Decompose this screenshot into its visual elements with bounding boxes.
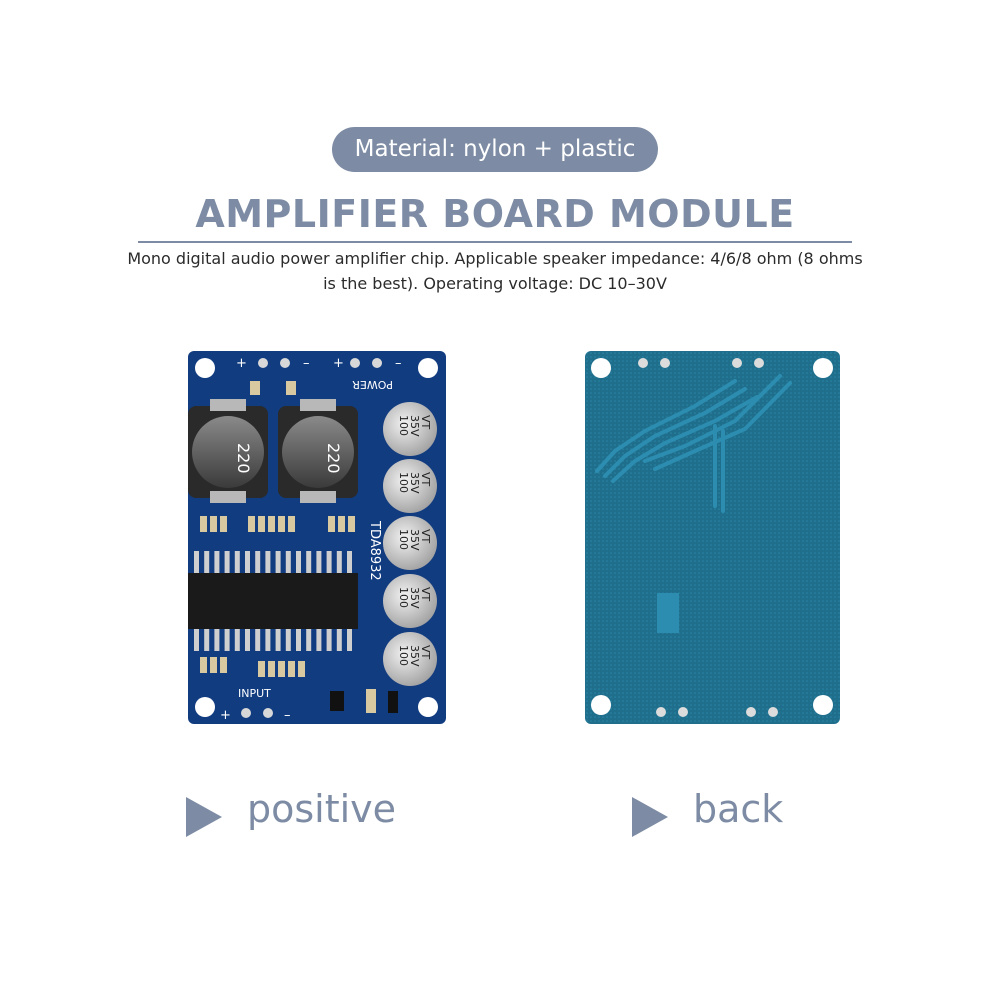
back-board-drawing xyxy=(585,351,840,724)
svg-text:–: – xyxy=(284,708,291,723)
mount-hole xyxy=(591,358,611,378)
capacitor-marking: 100 xyxy=(397,472,410,493)
capacitor-marking: 35V xyxy=(408,472,421,494)
input-pads xyxy=(241,708,273,718)
capacitor-marking: 100 xyxy=(397,529,410,550)
capacitor-marking: 100 xyxy=(397,415,410,436)
capacitor-marking: 35V xyxy=(408,587,421,609)
ic-pin xyxy=(194,551,199,575)
ic-pin xyxy=(265,551,271,575)
capacitor-marking: 35V xyxy=(408,529,421,551)
svg-text:+: + xyxy=(220,708,231,723)
svg-text:+: + xyxy=(333,356,344,371)
svg-text:–: – xyxy=(303,356,310,371)
ic-pin xyxy=(255,627,261,651)
input-label: INPUT xyxy=(238,687,271,700)
ic-pin xyxy=(224,551,230,575)
back-pads xyxy=(638,358,778,717)
mount-hole xyxy=(195,358,215,378)
back-label: back xyxy=(693,787,784,831)
mount-hole xyxy=(418,358,438,378)
smd-row-top xyxy=(200,516,355,532)
ic-pin xyxy=(265,627,271,651)
svg-text:–: – xyxy=(395,356,402,371)
page-title: AMPLIFIER BOARD MODULE xyxy=(195,192,795,236)
ic-pin xyxy=(336,627,342,651)
capacitor-marking: VT xyxy=(419,587,432,602)
ic-pin xyxy=(285,627,291,651)
capacitor-marking: 100 xyxy=(397,645,410,666)
top-pads xyxy=(258,358,382,368)
capacitor-marking: 35V xyxy=(408,645,421,667)
ic-pin xyxy=(234,627,240,651)
ic-pin xyxy=(306,551,312,575)
back-traces xyxy=(595,374,792,513)
svg-text:+: + xyxy=(236,356,247,371)
ic-pin xyxy=(194,627,199,651)
ic-pin xyxy=(234,551,240,575)
ic-pin xyxy=(275,551,281,575)
mount-hole xyxy=(813,695,833,715)
front-label: positive xyxy=(247,787,397,831)
mount-hole xyxy=(418,697,438,717)
ic-pin xyxy=(204,551,210,575)
inductor-right: 220 xyxy=(278,399,358,503)
front-board-drawing: + – + – OUT BTL POWER 220 220 VT35V100VT… xyxy=(188,351,446,724)
ic-pin xyxy=(285,551,291,575)
ic-pin xyxy=(214,551,220,575)
mount-hole xyxy=(813,358,833,378)
back-board-image xyxy=(585,351,840,724)
capacitor-marking: VT xyxy=(419,415,432,430)
inductor-left-marking: 220 xyxy=(234,443,253,474)
material-badge: Material: nylon + plastic xyxy=(332,127,658,172)
ic-pin xyxy=(326,627,332,651)
power-label: POWER xyxy=(352,378,393,391)
inductor-left: 220 xyxy=(188,399,268,503)
title-divider xyxy=(138,241,852,243)
product-description: Mono digital audio power amplifier chip.… xyxy=(127,249,863,293)
ic-pin xyxy=(214,627,220,651)
smd-row-bottom xyxy=(200,657,305,677)
ic-pin xyxy=(245,551,250,575)
ic-pin xyxy=(347,551,352,575)
mount-hole xyxy=(591,695,611,715)
ic-pin xyxy=(204,627,210,651)
chip-label: TDA8932 xyxy=(367,520,382,581)
ic-pin xyxy=(316,627,322,651)
ic-pin xyxy=(224,627,230,651)
inductor-right-marking: 220 xyxy=(324,443,343,474)
ic-chip xyxy=(188,551,358,651)
ic-pin xyxy=(316,551,322,575)
ic-pin xyxy=(275,627,281,651)
front-board-image: + – + – OUT BTL POWER 220 220 VT35V100VT… xyxy=(188,351,446,724)
capacitor-marking: 100 xyxy=(397,587,410,608)
ic-pin xyxy=(326,551,332,575)
back-arrow-icon xyxy=(632,797,668,837)
ic-pin xyxy=(245,627,250,651)
ic-pin xyxy=(306,627,312,651)
ic-pin xyxy=(296,551,301,575)
capacitor-marking: VT xyxy=(419,472,432,487)
ic-pin xyxy=(296,627,301,651)
ic-pin xyxy=(336,551,342,575)
ic-pin xyxy=(255,551,261,575)
capacitor-marking: 35V xyxy=(408,415,421,437)
front-arrow-icon xyxy=(186,797,222,837)
pcb-back xyxy=(585,351,840,724)
back-pad-block xyxy=(657,593,679,633)
capacitor-marking: VT xyxy=(419,645,432,660)
ic-pin xyxy=(347,627,352,651)
capacitor-marking: VT xyxy=(419,529,432,544)
mount-hole xyxy=(195,697,215,717)
